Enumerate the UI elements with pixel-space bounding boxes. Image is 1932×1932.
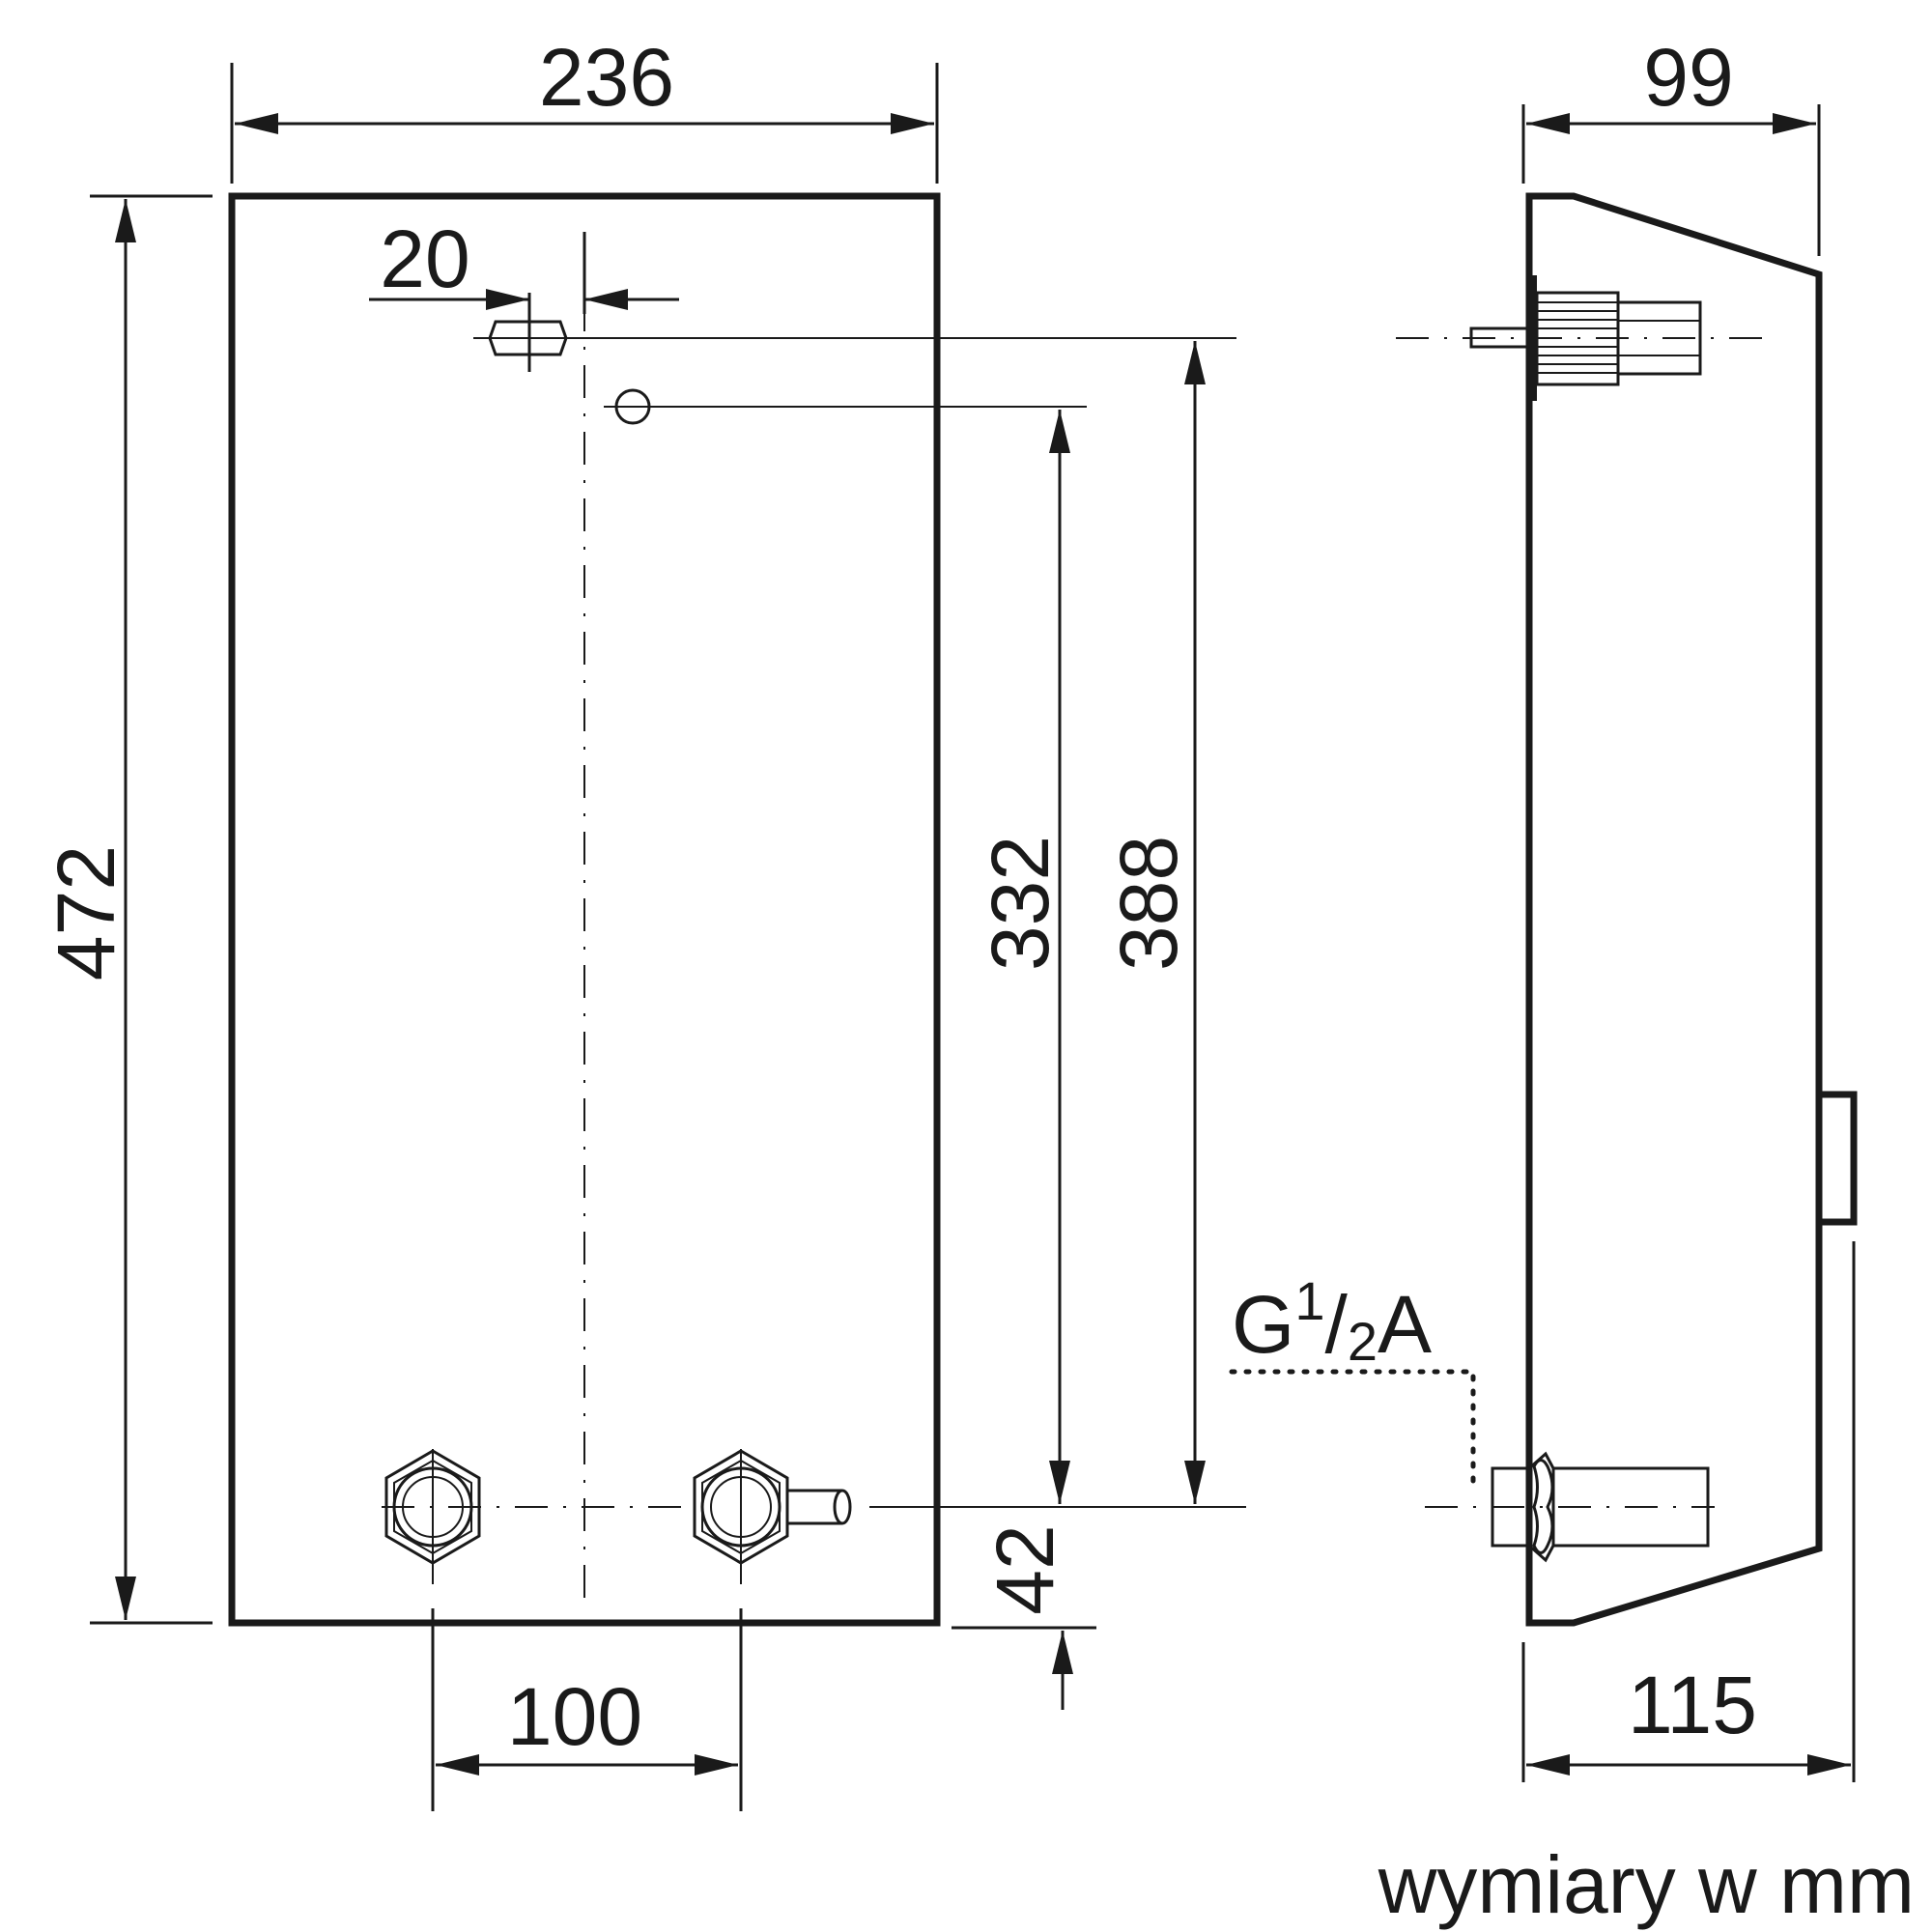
left-hex-connector [384, 1449, 481, 1584]
dim-spacing-label: 100 [507, 1671, 642, 1762]
arrow [1184, 341, 1206, 384]
thread-label: G1/2A [1232, 1270, 1432, 1372]
front-view: 236 472 20 100 332 388 42 [41, 32, 1246, 1811]
arrow [115, 199, 136, 242]
dim-115-label: 115 [1628, 1660, 1757, 1750]
arrow [1049, 1461, 1070, 1504]
side-view: G1/2A 99 115 [1229, 32, 1858, 1782]
arrow [1049, 410, 1070, 453]
arrow [436, 1754, 479, 1776]
arrow [486, 289, 529, 310]
dim-42-label: 42 [980, 1524, 1070, 1614]
dim-width-label: 236 [539, 32, 674, 123]
thread-leader [1229, 1369, 1476, 1486]
arrow [584, 289, 628, 310]
arrow [235, 113, 278, 134]
arrow [1773, 113, 1816, 134]
arrow [891, 113, 934, 134]
front-body-outline [228, 192, 941, 1627]
dim-99-label: 99 [1643, 32, 1733, 123]
rear-bracket [1815, 1091, 1858, 1226]
dim-332-label: 332 [975, 836, 1065, 971]
arrow [1052, 1631, 1073, 1674]
arrow [1807, 1754, 1851, 1776]
dim-388-label: 388 [1103, 836, 1194, 971]
dim-height-label: 472 [41, 845, 131, 980]
dim-offset-label: 20 [380, 213, 469, 304]
units-note: wymiary w mm [1378, 1839, 1915, 1930]
side-body-outline [1525, 192, 1823, 1627]
arrow [1526, 113, 1570, 134]
arrow [115, 1577, 136, 1620]
arrow [1184, 1461, 1206, 1504]
arrow [695, 1754, 738, 1776]
right-hex-connector [693, 1449, 852, 1584]
arrow [1526, 1754, 1570, 1776]
